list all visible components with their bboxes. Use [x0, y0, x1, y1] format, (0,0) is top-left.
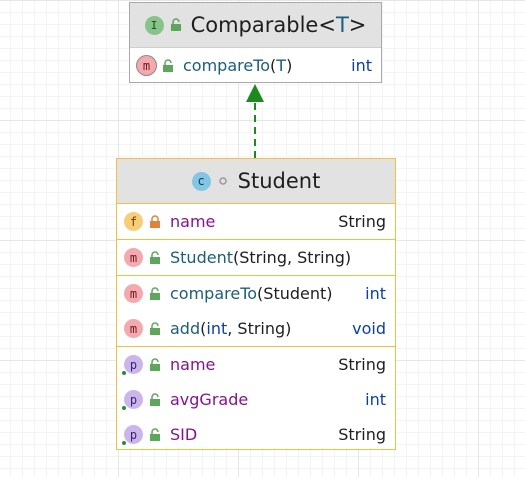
method-signature: compareTo(T) — [183, 56, 293, 75]
property-icon: p — [122, 390, 143, 410]
private-lock-icon — [148, 214, 162, 230]
method-return-type: void — [352, 319, 386, 338]
public-lock-icon — [148, 392, 162, 408]
public-lock-icon — [148, 250, 162, 266]
public-lock-icon — [148, 357, 162, 373]
method-signature: compareTo(Student) — [170, 284, 333, 303]
package-visibility-icon — [216, 173, 230, 189]
public-lock-icon — [148, 286, 162, 302]
constructor-row[interactable]: m Student(String, String) — [117, 240, 395, 275]
property-name: SID — [170, 425, 198, 444]
method-return-type: int — [351, 56, 372, 75]
field-name: name — [170, 212, 216, 231]
fields-section: f name String — [117, 204, 395, 240]
method-return-type: int — [365, 284, 386, 303]
public-lock-icon — [169, 17, 183, 33]
property-row[interactable]: p SID String — [117, 417, 395, 452]
constructor-signature: Student(String, String) — [170, 248, 352, 267]
class-student[interactable]: c Student f name String m Student(String… — [116, 158, 396, 450]
public-lock-icon — [148, 427, 162, 443]
method-row[interactable]: m add(int, String) void — [117, 311, 395, 346]
methods-section: m compareTo(Student) int m add(int, Stri… — [117, 276, 395, 347]
class-name: Student — [237, 169, 321, 193]
method-icon: m — [137, 56, 156, 75]
method-icon: m — [124, 248, 143, 267]
interface-name: Comparable<T> — [190, 13, 367, 37]
property-row[interactable]: p name String — [117, 347, 395, 382]
interface-icon: I — [144, 15, 164, 35]
method-icon: m — [124, 319, 143, 338]
field-type: String — [338, 212, 386, 231]
method-row[interactable]: m compareTo(Student) int — [117, 276, 395, 311]
implements-arrowhead — [246, 84, 264, 102]
public-lock-icon — [161, 58, 175, 74]
property-icon: p — [122, 355, 143, 375]
field-row[interactable]: f name String — [117, 204, 395, 239]
method-signature: add(int, String) — [170, 319, 292, 338]
property-row[interactable]: p avgGrade int — [117, 382, 395, 417]
public-lock-icon — [148, 321, 162, 337]
property-type: int — [365, 390, 386, 409]
property-icon: p — [122, 425, 143, 445]
property-name: name — [170, 355, 216, 374]
interface-method-row[interactable]: m compareTo(T) int — [130, 48, 381, 83]
property-type: String — [338, 355, 386, 374]
properties-section: p name String p avgGrade int p SID Strin… — [117, 347, 395, 452]
interface-comparable[interactable]: I Comparable<T> m compareTo(T) int — [129, 2, 382, 83]
class-header: c Student — [117, 159, 395, 204]
property-type: String — [338, 425, 386, 444]
property-name: avgGrade — [170, 390, 249, 409]
class-icon: c — [191, 171, 211, 191]
field-icon: f — [124, 212, 143, 231]
interface-header: I Comparable<T> — [130, 3, 381, 48]
method-icon: m — [124, 284, 143, 303]
constructors-section: m Student(String, String) — [117, 240, 395, 276]
